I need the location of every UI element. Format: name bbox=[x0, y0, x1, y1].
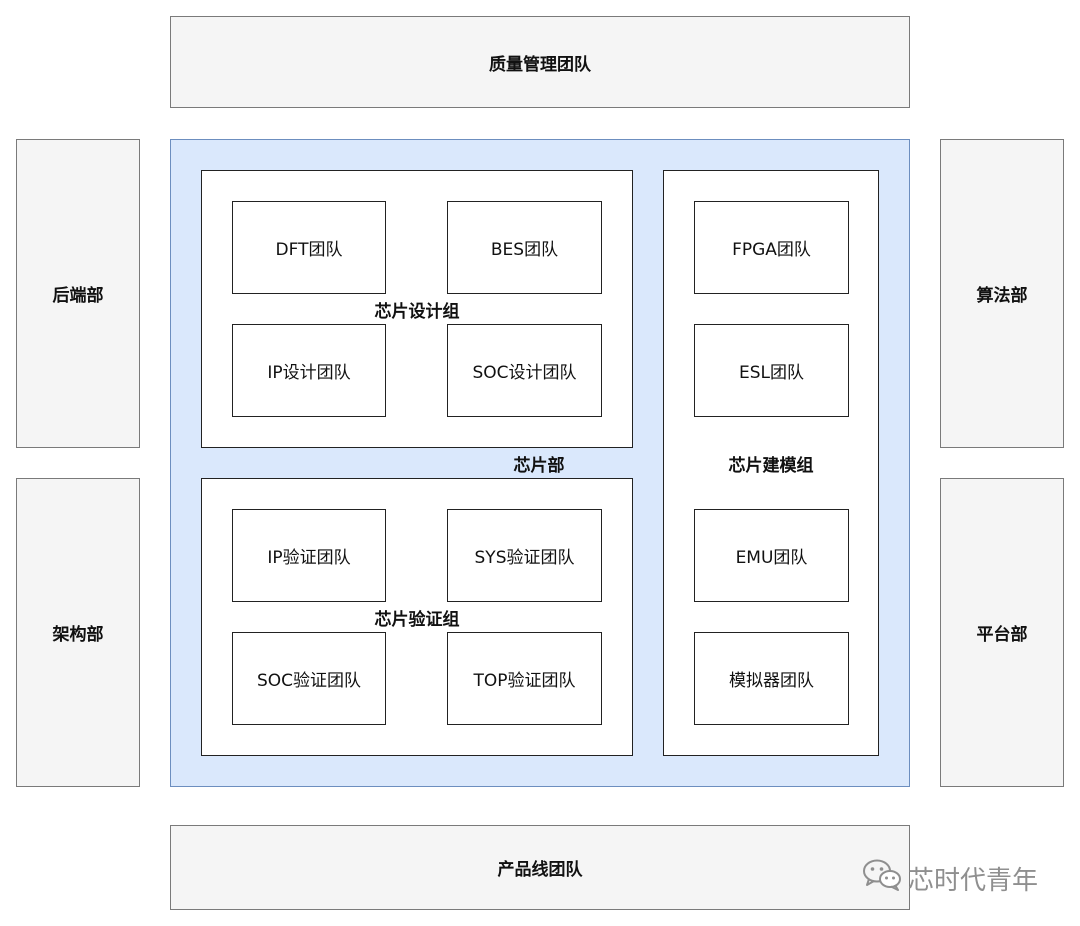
team-label: DFT团队 bbox=[275, 240, 343, 260]
team-box-soc-verify: SOC验证团队 bbox=[232, 632, 386, 725]
chip-verify-group-label: 芯片验证组 bbox=[374, 610, 460, 630]
watermark: 芯时代青年 bbox=[862, 858, 1038, 899]
wechat-icon bbox=[862, 858, 902, 899]
product-line-team-label: 产品线团队 bbox=[497, 860, 583, 880]
team-box-top-verify: TOP验证团队 bbox=[447, 632, 602, 725]
product-line-team-box: 产品线团队 bbox=[170, 825, 910, 910]
team-box-dft: DFT团队 bbox=[232, 201, 386, 294]
architecture-dept-box: 架构部 bbox=[16, 478, 140, 787]
team-box-esl: ESL团队 bbox=[694, 324, 849, 417]
team-box-emu: EMU团队 bbox=[694, 509, 849, 602]
team-box-ip-verify: IP验证团队 bbox=[232, 509, 386, 602]
team-label: SYS验证团队 bbox=[474, 548, 575, 568]
team-box-ip-design: IP设计团队 bbox=[232, 324, 386, 417]
team-box-sys-verify: SYS验证团队 bbox=[447, 509, 602, 602]
team-label: 模拟器团队 bbox=[729, 671, 814, 691]
team-box-soc-design: SOC设计团队 bbox=[447, 324, 602, 417]
algorithm-dept-label: 算法部 bbox=[976, 286, 1028, 306]
team-box-bes: BES团队 bbox=[447, 201, 602, 294]
platform-dept-box: 平台部 bbox=[940, 478, 1064, 787]
backend-dept-box: 后端部 bbox=[16, 139, 140, 448]
quality-team-box: 质量管理团队 bbox=[170, 16, 910, 108]
team-label: TOP验证团队 bbox=[473, 671, 576, 691]
team-label: BES团队 bbox=[490, 240, 559, 260]
algorithm-dept-box: 算法部 bbox=[940, 139, 1064, 448]
chip-design-group-label: 芯片设计组 bbox=[374, 302, 460, 322]
team-label: EMU团队 bbox=[735, 548, 808, 568]
backend-dept-label: 后端部 bbox=[52, 286, 104, 306]
team-label: FPGA团队 bbox=[732, 240, 811, 260]
team-label: IP验证团队 bbox=[267, 548, 351, 568]
chip-dept-label: 芯片部 bbox=[513, 456, 565, 476]
team-label: IP设计团队 bbox=[267, 363, 351, 383]
team-label: SOC设计团队 bbox=[472, 363, 577, 383]
watermark-text: 芯时代青年 bbox=[908, 866, 1039, 896]
team-box-simulator: 模拟器团队 bbox=[694, 632, 849, 725]
chip-model-group-label: 芯片建模组 bbox=[728, 456, 814, 476]
architecture-dept-label: 架构部 bbox=[52, 625, 104, 645]
team-box-fpga: FPGA团队 bbox=[694, 201, 849, 294]
quality-team-label: 质量管理团队 bbox=[489, 54, 591, 75]
team-label: SOC验证团队 bbox=[256, 671, 362, 691]
team-label: ESL团队 bbox=[738, 363, 804, 383]
platform-dept-label: 平台部 bbox=[976, 625, 1028, 645]
